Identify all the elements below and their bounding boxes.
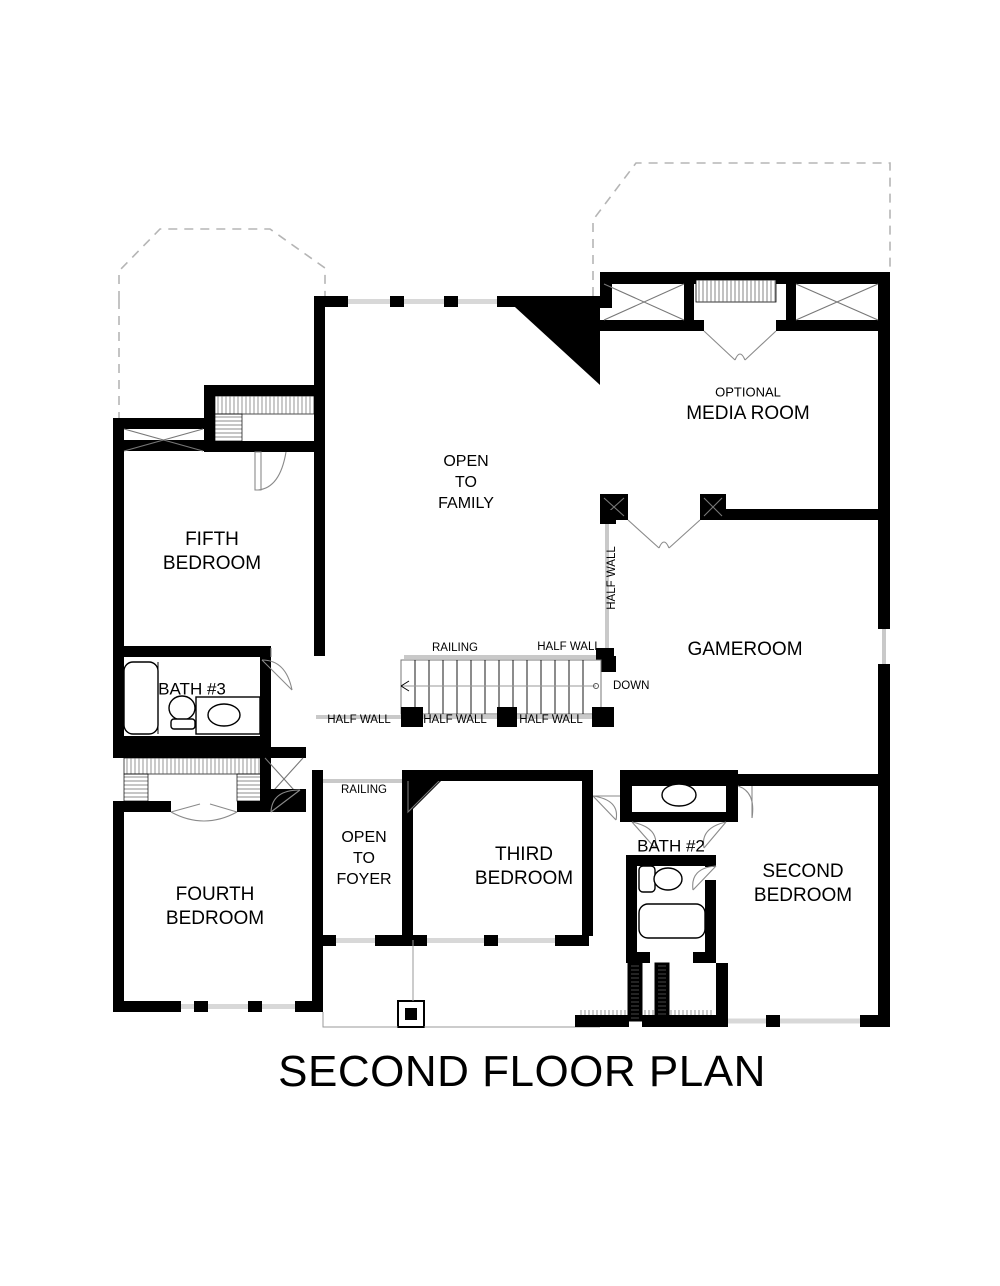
fourth-closet-shelf [123, 757, 262, 802]
label-open-to-foyer-line3: FOYER [336, 871, 391, 888]
label-railing-stair: RAILING [432, 642, 478, 654]
label-railing-foyer: RAILING [341, 784, 387, 796]
half-wall-vertical [600, 510, 616, 656]
label-down: DOWN [613, 680, 649, 692]
label-optional: OPTIONAL [715, 384, 781, 399]
label-open-to-foyer-line2: TO [353, 850, 375, 867]
fifth-closet-shelf [214, 395, 315, 442]
annotation-labels: OPEN TO FAMILY OPEN TO FOYER RAILING RAI… [327, 453, 649, 888]
label-half-wall-bottom-right: HALF WALL [519, 714, 583, 726]
stair-treads [414, 660, 584, 714]
label-third-bedroom-line2: BEDROOM [475, 868, 573, 889]
label-second-bedroom-line1: SECOND [762, 861, 843, 882]
label-bath-2: BATH #2 [637, 836, 705, 855]
label-open-to-family-line2: TO [455, 474, 477, 491]
label-gameroom: GAMEROOM [687, 639, 802, 660]
label-second-bedroom-line2: BEDROOM [754, 885, 852, 906]
label-media-room: MEDIA ROOM [686, 403, 810, 424]
label-open-to-family-line3: FAMILY [438, 495, 494, 512]
fifth-bedroom-walls [113, 385, 316, 756]
label-open-to-foyer-line1: OPEN [341, 829, 386, 846]
label-half-wall-bottom-mid: HALF WALL [423, 714, 487, 726]
staircase [316, 648, 614, 727]
media-closet-shelf [695, 279, 777, 303]
bath-2-walls [620, 770, 738, 963]
label-open-to-family-line1: OPEN [443, 453, 488, 470]
dashed-outline-right-bay [592, 162, 891, 296]
label-fourth-bedroom-line1: FOURTH [176, 884, 255, 905]
label-half-wall-stair-top-right: HALF WALL [537, 641, 601, 653]
label-half-wall-vertical-right: HALF WALL [606, 546, 618, 610]
open-to-foyer-walls [312, 770, 600, 1028]
third-bedroom-walls [582, 770, 625, 936]
bath-3-walls [113, 646, 293, 747]
exterior-walls [314, 272, 890, 1024]
label-fifth-bedroom-line2: BEDROOM [163, 553, 261, 574]
label-half-wall-bottom-left: HALF WALL [327, 714, 391, 726]
page-title: SECOND FLOOR PLAN [278, 1047, 766, 1096]
label-fifth-bedroom-line1: FIFTH [185, 529, 239, 550]
label-bath-3: BATH #3 [158, 679, 226, 698]
fourth-bedroom-closets [113, 747, 323, 1012]
label-fourth-bedroom-line2: BEDROOM [166, 908, 264, 929]
second-bedroom-walls [737, 774, 890, 819]
label-third-bedroom-line1: THIRD [495, 844, 553, 865]
room-labels: FIFTH BEDROOM FOURTH BEDROOM THIRD BEDRO… [158, 384, 852, 929]
lower-closets [575, 962, 890, 1027]
dashed-outline-left-bay [118, 228, 326, 420]
